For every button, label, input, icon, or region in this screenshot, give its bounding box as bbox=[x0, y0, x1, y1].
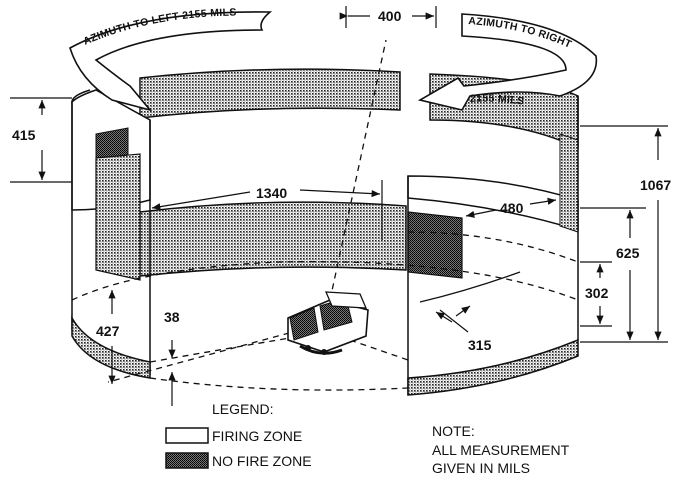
legend-no-fire-label: NO FIRE ZONE bbox=[212, 453, 312, 469]
dim-38: 38 bbox=[164, 309, 180, 325]
dim-480: 480 bbox=[500, 200, 524, 216]
note-line-2: GIVEN IN MILS bbox=[432, 460, 530, 476]
note: NOTE: ALL MEASUREMENT GIVEN IN MILS bbox=[432, 423, 570, 476]
azimuth-right-arrow bbox=[417, 13, 598, 111]
cylinder bbox=[71, 39, 579, 396]
dim-427: 427 bbox=[96, 323, 120, 339]
dim-315: 315 bbox=[468, 337, 492, 353]
vehicle-icon bbox=[287, 291, 369, 355]
dim-625: 625 bbox=[616, 245, 640, 261]
azimuth-left-arrow bbox=[69, 11, 273, 112]
dimension-lines bbox=[10, 6, 668, 406]
legend-title: LEGEND: bbox=[212, 401, 273, 417]
legend-no-fire-swatch bbox=[165, 452, 209, 469]
bottom-rim-right bbox=[407, 338, 579, 396]
legend: LEGEND: FIRING ZONE NO FIRE ZONE bbox=[165, 401, 312, 469]
inner-no-fire-wall bbox=[139, 201, 407, 277]
note-title: NOTE: bbox=[432, 423, 475, 439]
dim-415: 415 bbox=[12, 127, 36, 143]
dim-400: 400 bbox=[378, 8, 402, 24]
dim-1340: 1340 bbox=[256, 185, 287, 201]
note-line-1: ALL MEASUREMENT bbox=[432, 442, 570, 458]
dim-1067: 1067 bbox=[640, 177, 671, 193]
right-edge-strip bbox=[559, 133, 579, 233]
legend-firing-label: FIRING ZONE bbox=[212, 428, 302, 444]
left-mid-panel bbox=[95, 153, 141, 281]
dim-302: 302 bbox=[585, 285, 609, 301]
azimuth-right-value: 2155 MILS bbox=[470, 93, 526, 108]
legend-firing-swatch bbox=[165, 427, 209, 444]
back-no-fire-band bbox=[139, 68, 401, 119]
